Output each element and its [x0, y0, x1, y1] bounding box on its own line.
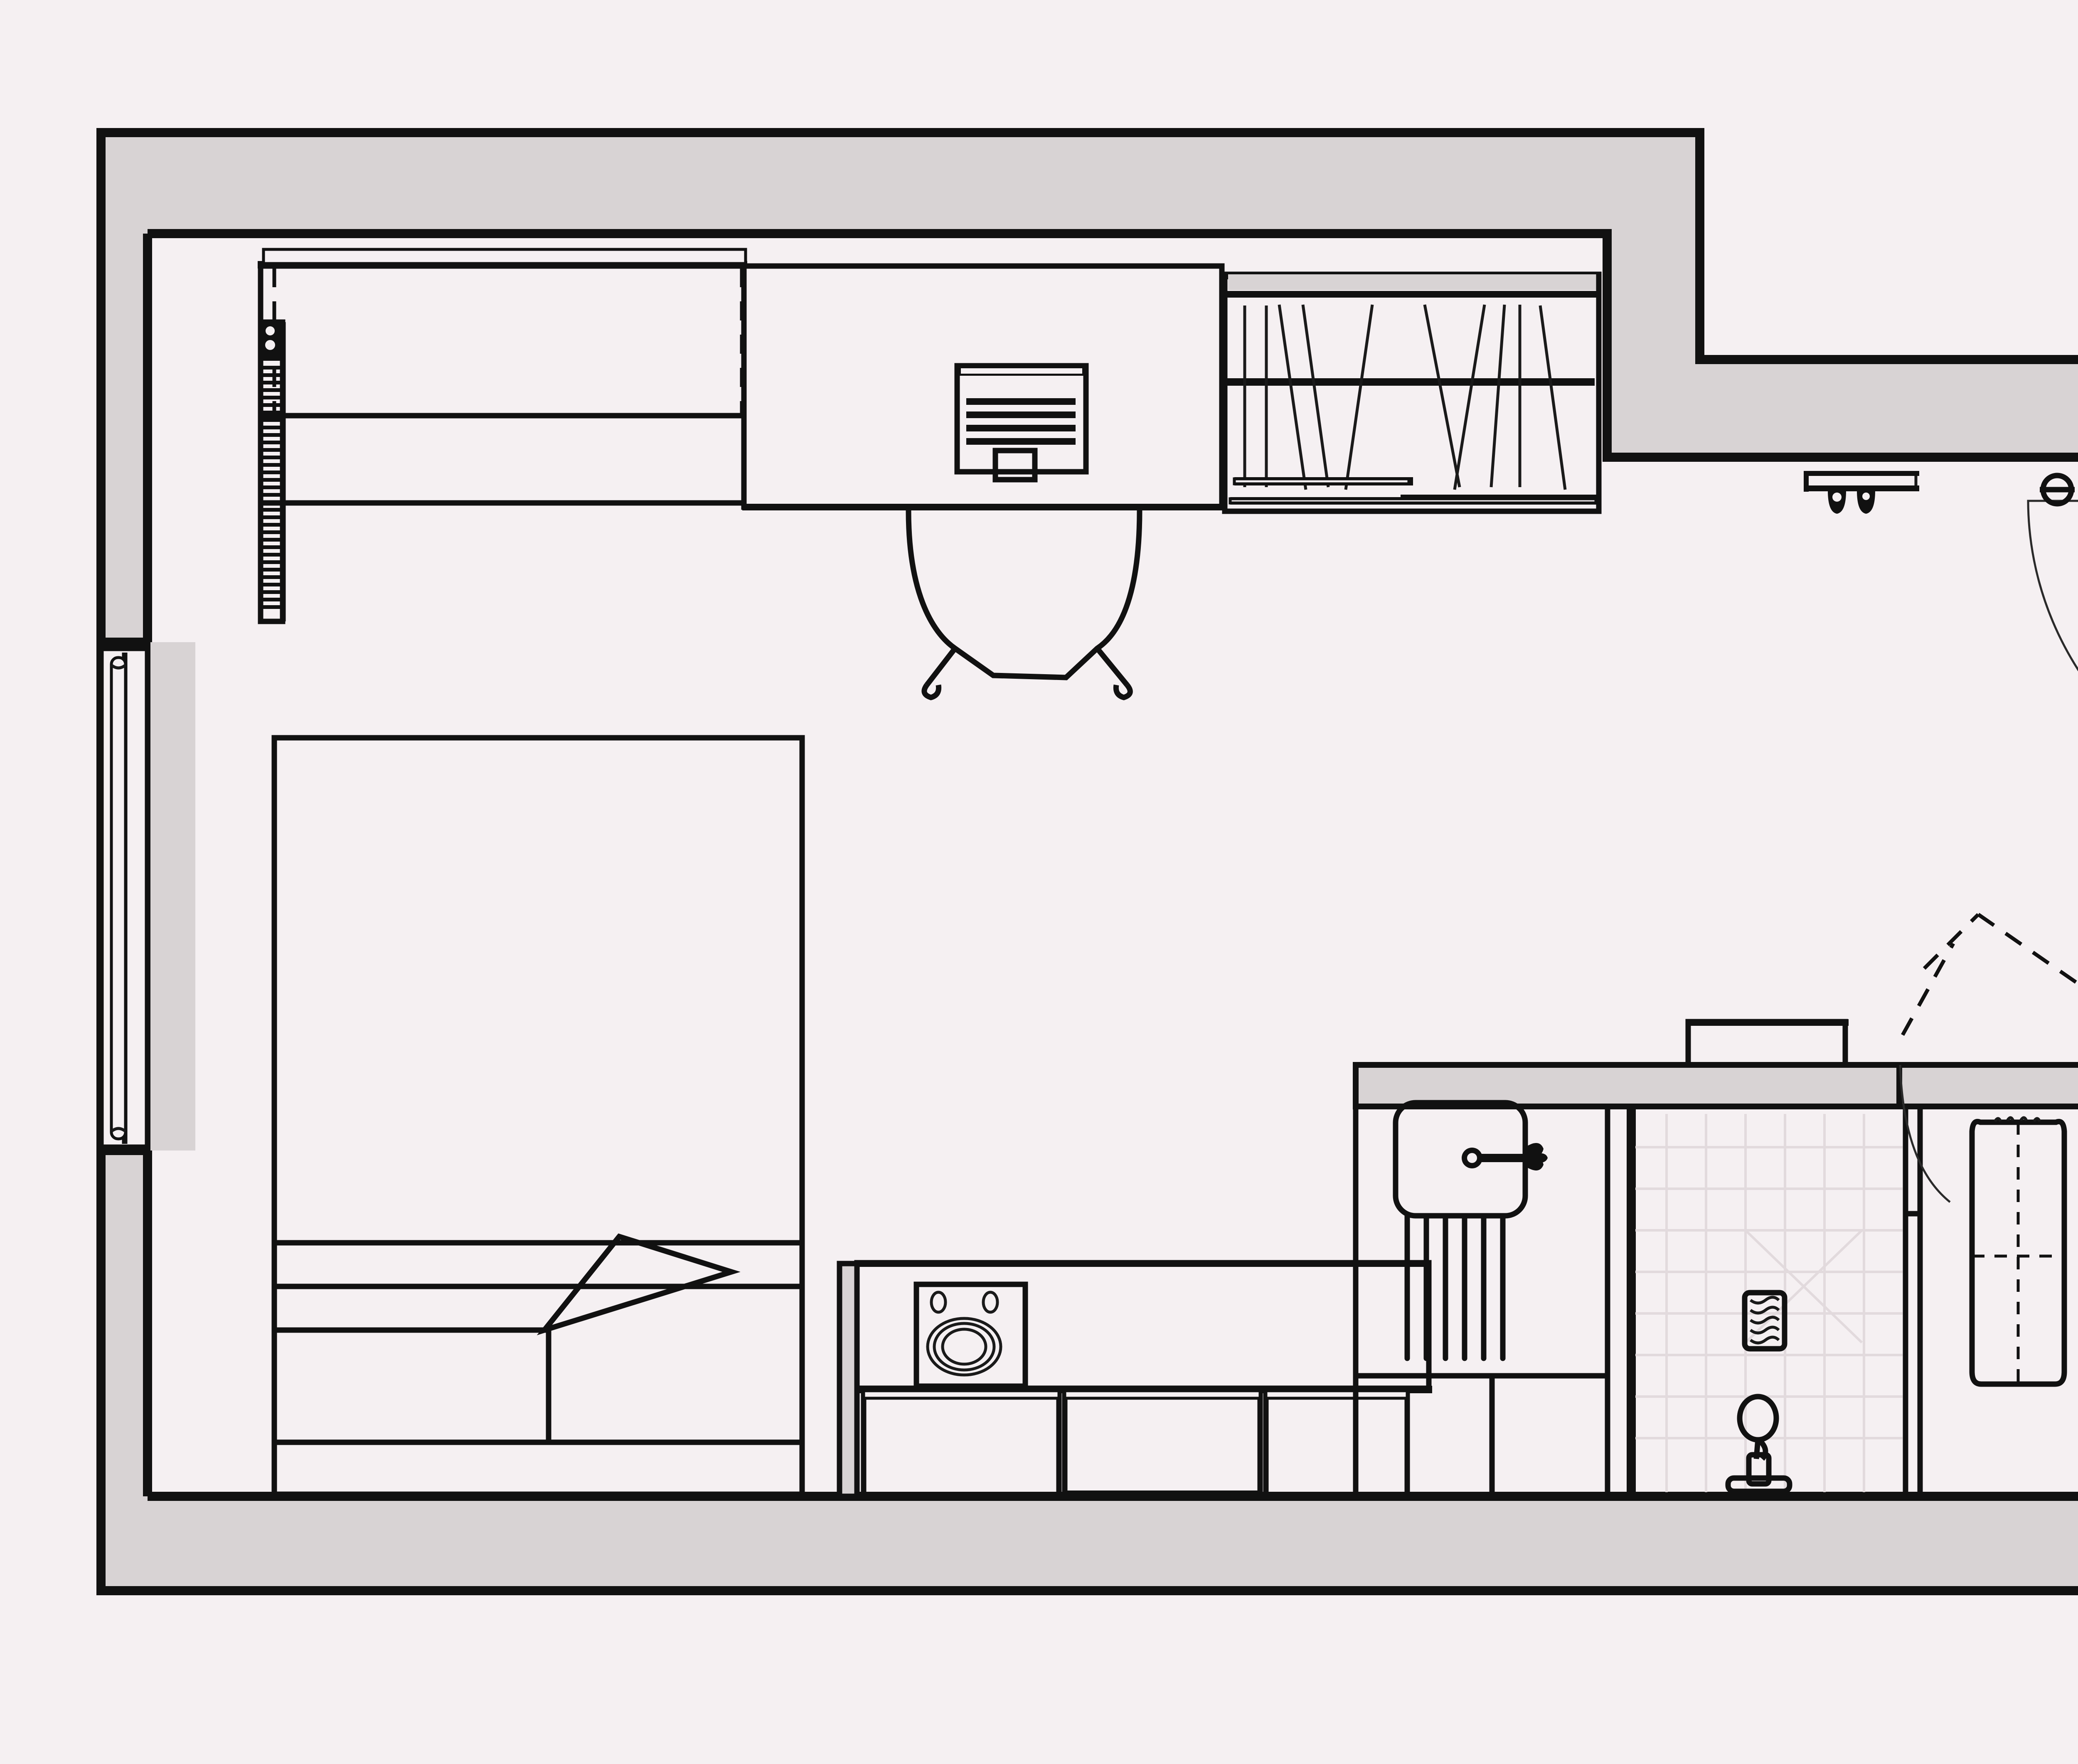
sideboard-icon — [837, 1260, 1432, 1499]
drain-icon — [1725, 1394, 1792, 1494]
room-entry — [1746, 499, 2078, 790]
hanger-rail-icon — [258, 319, 286, 624]
bathroom-group — [1627, 1062, 2078, 1499]
laptop-icon — [954, 363, 1089, 483]
chair-icon — [906, 510, 1142, 700]
bed-icon — [271, 735, 805, 1497]
extract-hood-icon — [1685, 1019, 1849, 1068]
tap-icon — [1462, 1143, 1548, 1171]
shower-mixer-icon — [1742, 1290, 1787, 1352]
speaker-icon — [913, 1281, 1028, 1389]
counter-icon — [1353, 1062, 1903, 1499]
towel-icon — [1969, 1116, 2067, 1387]
bookshelf-icon — [1222, 271, 1602, 514]
ceiling-light-icon — [2040, 473, 2075, 507]
coat-hooks-icon — [1804, 471, 1919, 514]
sink-icon — [1393, 1100, 1548, 1361]
desk-icon — [741, 263, 1225, 510]
room-bathroom — [1631, 1106, 2078, 1496]
room-main-living — [810, 707, 1309, 1081]
door-swing-dashed-icon — [1899, 913, 2078, 1203]
door-swing-icon — [2027, 500, 2078, 672]
window-icon — [98, 645, 150, 1150]
